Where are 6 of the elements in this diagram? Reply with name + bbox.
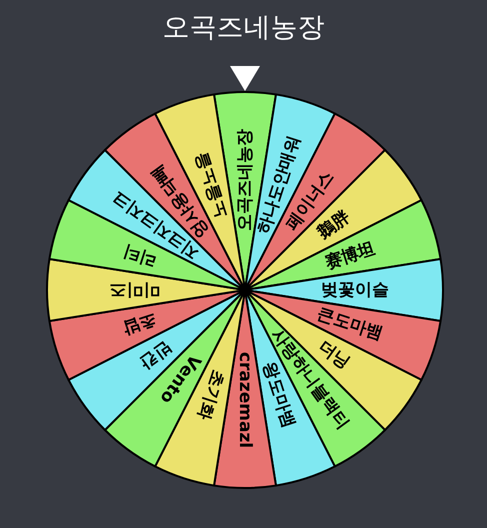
segment-label: 미미즈 [110,280,160,300]
segment-label: 오곡즈네농장 [235,129,255,231]
segment-label: 벚꽃이슬 [321,280,389,300]
wheel-title: 오곡즈네농장 [162,11,324,45]
segment-label: 초밥 [121,309,160,339]
segment-label: crazemazl [235,352,255,448]
